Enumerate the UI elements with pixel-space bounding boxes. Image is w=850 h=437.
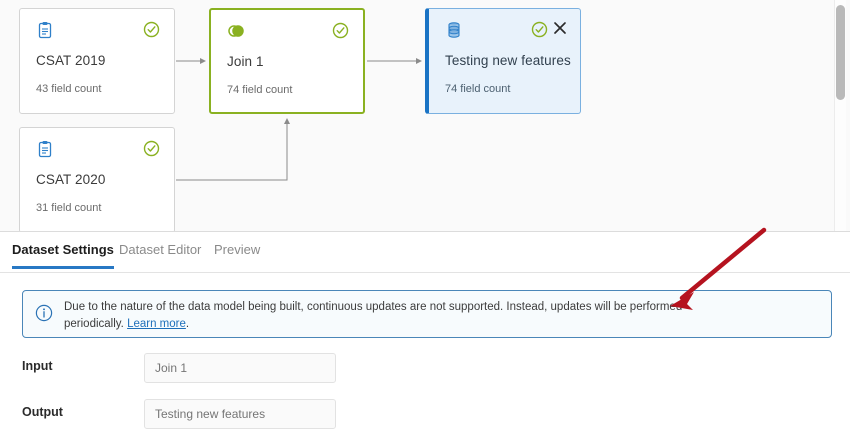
node-header — [429, 9, 580, 43]
check-circle-icon — [143, 140, 160, 157]
node-field-count: 43 field count — [36, 83, 102, 95]
info-banner-message-end: . — [185, 318, 190, 330]
connector-lines — [176, 58, 422, 181]
input-label: Input — [22, 359, 53, 373]
tab-dataset-settings[interactable]: Dataset Settings — [12, 242, 114, 269]
check-circle-icon — [143, 21, 160, 38]
info-circle-icon — [35, 304, 53, 322]
node-title: Testing new features — [445, 53, 571, 68]
info-banner-message: Due to the nature of the data model bein… — [64, 301, 683, 330]
form-row-output: Output — [0, 399, 850, 429]
node-title: Join 1 — [227, 54, 264, 69]
node-header — [20, 128, 174, 162]
form-row-input: Input — [0, 353, 850, 383]
flow-node-csat-2020[interactable]: CSAT 2020 31 field count — [19, 127, 175, 232]
flow-canvas-inner: CSAT 2019 43 field count — [19, 8, 581, 232]
check-circle-icon — [332, 22, 349, 39]
dataset-settings-panel: Due to the nature of the data model bein… — [0, 273, 850, 437]
tab-preview[interactable]: Preview — [214, 242, 261, 257]
close-icon[interactable] — [552, 20, 568, 36]
output-field[interactable] — [144, 399, 336, 429]
join-venn-icon — [227, 22, 245, 40]
clipboard-icon — [36, 140, 54, 158]
canvas-divider — [0, 231, 850, 232]
node-title: CSAT 2019 — [36, 53, 106, 68]
learn-more-link[interactable]: Learn more — [127, 318, 186, 330]
flow-canvas[interactable]: CSAT 2019 43 field count — [0, 0, 850, 232]
node-field-count: 74 field count — [227, 84, 293, 96]
node-title: CSAT 2020 — [36, 172, 106, 187]
vertical-scrollbar-track[interactable] — [834, 0, 846, 232]
node-header — [211, 10, 363, 44]
clipboard-icon — [36, 21, 54, 39]
check-circle-icon — [531, 21, 548, 38]
flow-node-testing-new-features[interactable]: Testing new features 74 field count — [425, 8, 581, 114]
flow-node-join-1[interactable]: Join 1 74 field count — [209, 8, 365, 114]
vertical-scrollbar-thumb[interactable] — [836, 5, 845, 100]
node-field-count: 31 field count — [36, 202, 102, 214]
database-icon — [445, 21, 463, 39]
info-banner-text: Due to the nature of the data model bein… — [64, 299, 704, 333]
node-header — [20, 9, 174, 43]
flow-node-csat-2019[interactable]: CSAT 2019 43 field count — [19, 8, 175, 114]
output-label: Output — [22, 405, 63, 419]
tab-bar: Dataset Settings Dataset Editor Preview — [0, 232, 850, 273]
input-field[interactable] — [144, 353, 336, 383]
node-field-count: 74 field count — [445, 83, 511, 95]
info-banner: Due to the nature of the data model bein… — [22, 290, 832, 338]
tab-dataset-editor[interactable]: Dataset Editor — [119, 242, 202, 257]
